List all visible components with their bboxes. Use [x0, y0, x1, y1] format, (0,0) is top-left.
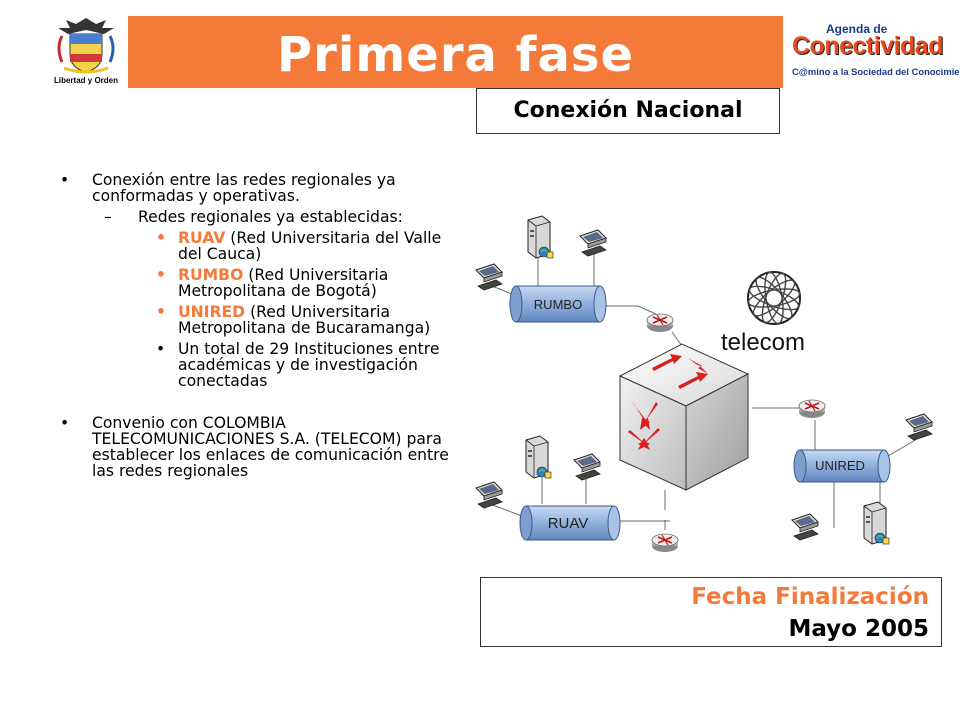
completion-date-value: Mayo 2005 — [788, 616, 929, 642]
subtitle: Conexión Nacional — [513, 98, 743, 123]
network-desc: (Red Universitaria Metropolitana de Bogo… — [178, 266, 389, 300]
pc-icon — [579, 229, 607, 257]
telecom-globe-icon — [747, 271, 801, 325]
coat-of-arms-logo: Libertad y Orden — [48, 14, 124, 88]
title-bar: Primera fase — [128, 16, 783, 88]
unired-label: UNIRED — [815, 458, 865, 473]
unired-network: UNIRED — [793, 449, 891, 483]
completion-date-label: Fecha Finalización — [691, 584, 929, 610]
pc-icon — [905, 413, 933, 441]
bullet-content: • Conexión entre las redes regionales ya … — [60, 172, 468, 479]
network-name: UNIRED — [178, 303, 246, 321]
network-name: RUAV — [178, 229, 226, 247]
subtitle-box: Conexión Nacional — [476, 88, 780, 134]
total-institutions-item: • Un total de 29 Instituciones entre acad… — [60, 341, 468, 389]
bullet-text: Conexión entre las redes regionales ya c… — [92, 171, 396, 205]
coat-of-arms-icon — [57, 18, 115, 74]
coat-of-arms-caption: Libertad y Orden — [53, 76, 118, 85]
pc-icon — [475, 263, 503, 291]
telecom-logo: telecom — [721, 271, 805, 356]
server-icon — [525, 435, 552, 479]
core-switch — [618, 343, 750, 491]
page-title: Primera fase — [276, 27, 635, 83]
router-icon — [798, 399, 826, 419]
bullet-item: • Convenio con COLOMBIA TELECOMUNICACIONE… — [60, 415, 468, 479]
pc-icon — [573, 453, 601, 481]
network-desc: (Red Universitaria del Valle del Cauca) — [178, 229, 442, 263]
bullet-item: • Conexión entre las redes regionales ya … — [60, 172, 468, 204]
bullet-text: Convenio con COLOMBIA TELECOMUNICACIONES… — [92, 414, 449, 480]
bullet-dot-icon: • — [60, 171, 70, 189]
bullet-dot-icon: • — [156, 229, 166, 247]
network-diagram: RUMBO UNIRED RUAV — [475, 215, 933, 553]
network-item-unired: • UNIRED (Red Universitaria Metropolitana… — [60, 304, 468, 336]
logo-main-text: Conectividad — [792, 32, 943, 60]
router-icon — [651, 533, 679, 553]
server-icon — [863, 501, 890, 545]
total-text: Un total de 29 Instituciones entre acadé… — [178, 340, 440, 390]
router-icon — [646, 313, 674, 333]
logo-top-text: Agenda de — [826, 22, 888, 36]
network-item-ruav: • RUAV (Red Universitaria del Valle del C… — [60, 230, 468, 262]
bullet-dot-icon: • — [60, 414, 70, 432]
network-desc: (Red Universitaria Metropolitana de Buca… — [178, 303, 431, 337]
bullet-dot-icon: • — [156, 266, 166, 284]
agenda-conectividad-logo: Agenda de Conectividad C@mino a la Socie… — [786, 18, 960, 86]
sub-bullet-text: Redes regionales ya establecidas: — [138, 208, 403, 226]
sub-bullet-item: – Redes regionales ya establecidas: — [60, 209, 468, 225]
ruav-network: RUAV — [519, 505, 621, 541]
logo-tagline: C@mino a la Sociedad del Conocimiento — [792, 66, 960, 77]
dash-icon: – — [104, 208, 112, 226]
completion-date-box: Fecha Finalización Mayo 2005 — [480, 577, 942, 647]
bullet-dot-icon: • — [156, 303, 166, 321]
rumbo-network: RUMBO — [509, 285, 607, 323]
pc-icon — [475, 481, 503, 509]
ruav-label: RUAV — [548, 515, 589, 532]
telecom-label: telecom — [721, 329, 805, 356]
bullet-dot-icon: • — [156, 340, 166, 358]
network-item-rumbo: • RUMBO (Red Universitaria Metropolitana … — [60, 267, 468, 299]
server-icon — [527, 215, 554, 259]
network-name: RUMBO — [178, 266, 244, 284]
rumbo-label: RUMBO — [534, 297, 582, 312]
pc-icon — [791, 513, 819, 541]
